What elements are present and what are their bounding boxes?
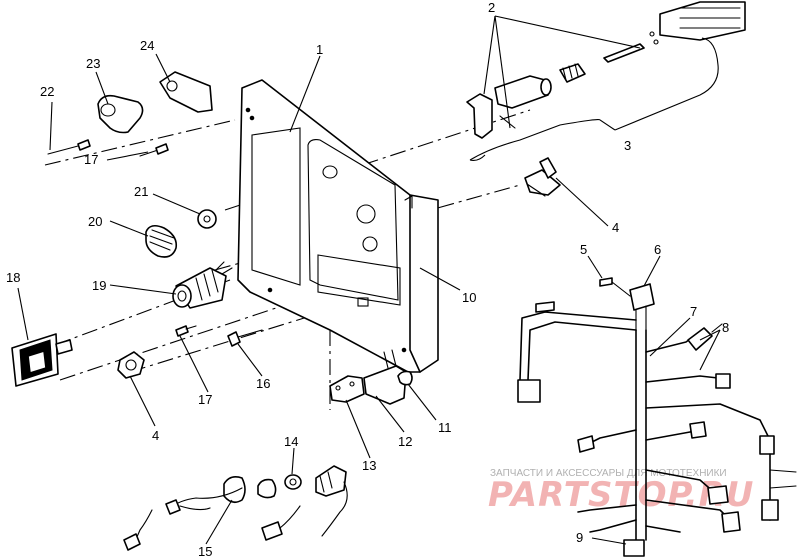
callout-4-nut: 4: [152, 428, 159, 443]
callout-labels: 1 2 3 4 4 5 6 7 8 9 10 11 12 13 14 15 16…: [6, 0, 729, 559]
callout-13: 13: [362, 458, 376, 473]
callout-17-lower: 17: [198, 392, 212, 407]
callout-5: 5: [580, 242, 587, 257]
callout-8: 8: [722, 320, 729, 335]
washer-and-nut: [145, 209, 217, 258]
bracket-and-fuse: [329, 349, 413, 405]
callout-10: 10: [462, 290, 476, 305]
callout-18: 18: [6, 270, 20, 285]
leader-lines: [17, 15, 721, 545]
callout-1: 1: [316, 42, 323, 57]
callout-11: 11: [438, 420, 452, 435]
callout-19: 19: [92, 278, 106, 293]
ignition-switch: [172, 261, 233, 309]
callout-22: 22: [40, 84, 54, 99]
wiring-harness: [517, 277, 797, 557]
upper-left-hardware: [47, 71, 213, 157]
lower-switch-assembly: [123, 465, 348, 551]
toggle-switch: [524, 157, 561, 197]
hex-nut: [117, 351, 145, 379]
callout-9: 9: [576, 530, 583, 545]
callout-21: 21: [134, 184, 148, 199]
callout-4-toggle: 4: [612, 220, 619, 235]
ignition-key: [11, 333, 73, 387]
screws: [175, 325, 263, 347]
callout-16: 16: [256, 376, 270, 391]
callout-6: 6: [654, 242, 661, 257]
callout-17-upper: 17: [84, 152, 98, 167]
callout-2: 2: [488, 0, 495, 15]
switch-assembly: [466, 1, 746, 161]
callout-24: 24: [140, 38, 154, 53]
callout-20: 20: [88, 214, 102, 229]
instrument-panel: [237, 79, 439, 373]
callout-12: 12: [398, 434, 412, 449]
callout-23: 23: [86, 56, 100, 71]
callout-14: 14: [284, 434, 298, 449]
callout-7: 7: [690, 304, 697, 319]
callout-3: 3: [624, 138, 631, 153]
callout-15: 15: [198, 544, 212, 559]
watermark-tagline: ЗАПЧАСТИ И АКСЕССУАРЫ ДЛЯ МОТОТЕХНИКИ: [490, 468, 727, 479]
